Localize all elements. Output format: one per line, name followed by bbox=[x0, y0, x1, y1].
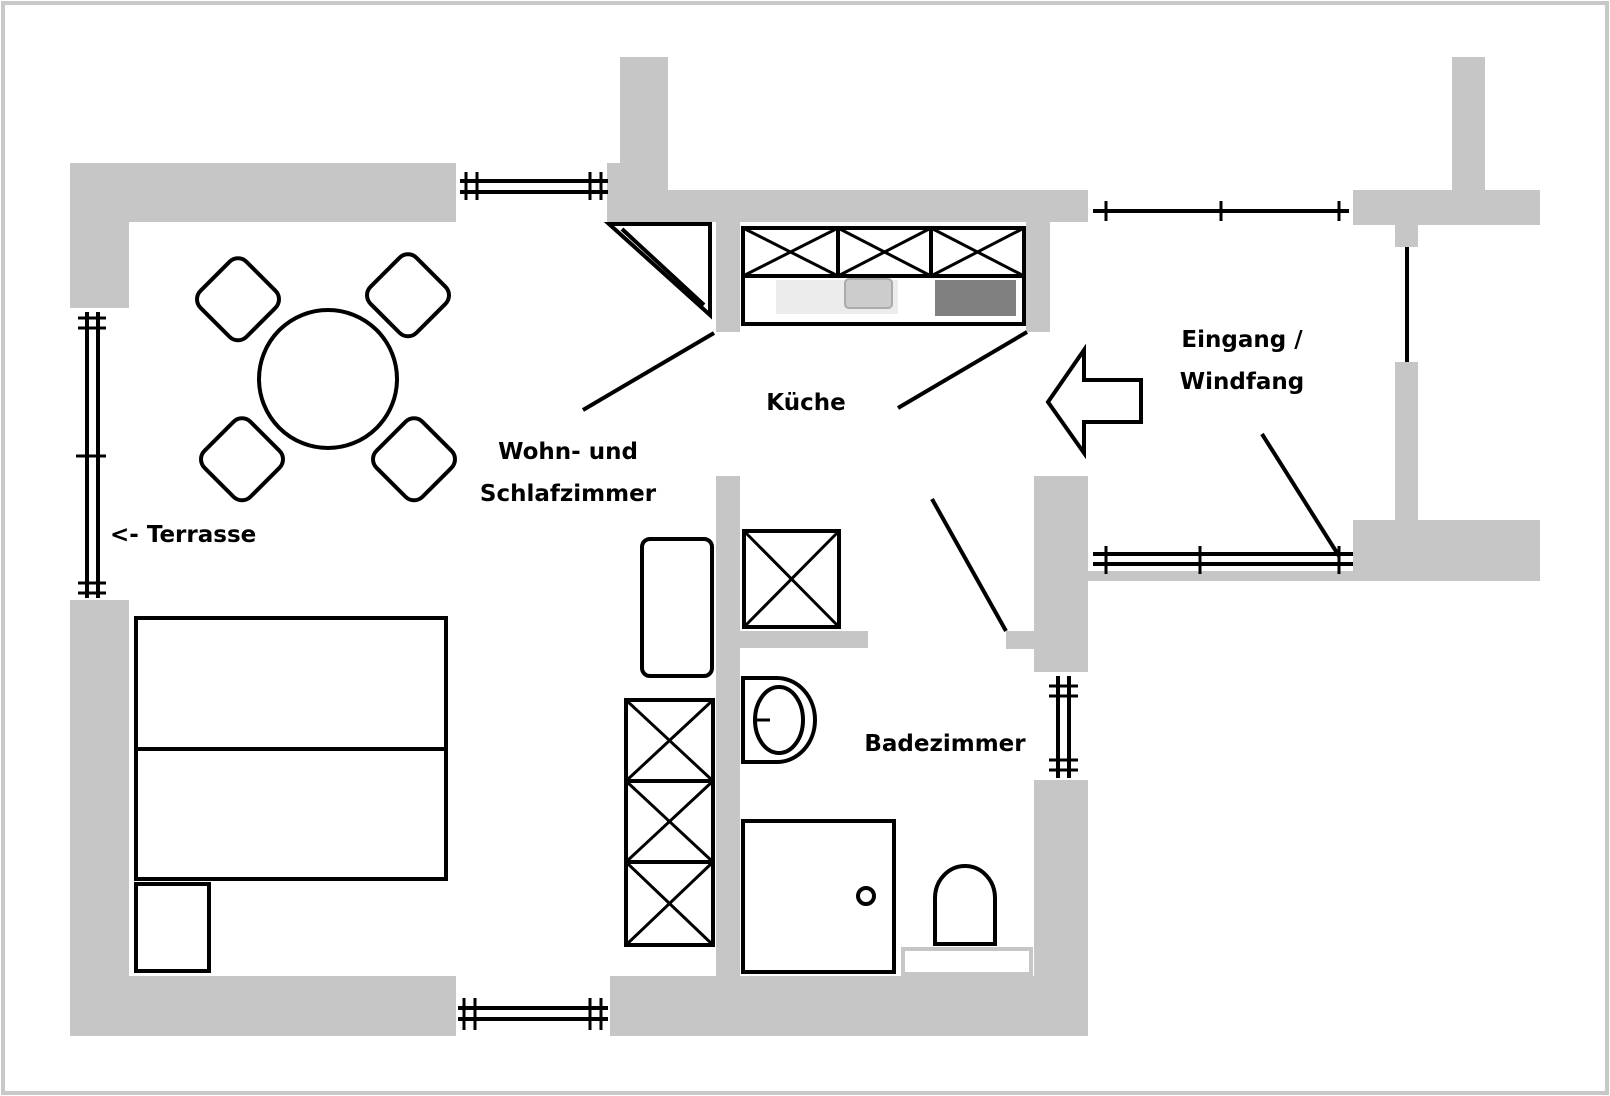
window-bathroom bbox=[1049, 676, 1078, 778]
dining-table bbox=[257, 308, 399, 450]
shower-drain bbox=[856, 886, 876, 906]
corner-cabinet bbox=[603, 222, 712, 320]
wall-entrance-top-right bbox=[1353, 190, 1540, 225]
wall-entrance-right-pillar bbox=[1452, 57, 1485, 194]
window-bottom bbox=[458, 998, 608, 1030]
label-entrance-line2: Windfang bbox=[1180, 369, 1304, 395]
door-bathroom bbox=[930, 498, 1008, 632]
window-top bbox=[460, 172, 608, 200]
door-kitchen bbox=[896, 330, 1029, 410]
label-terrace: <- Terrasse bbox=[110, 522, 256, 548]
wall-kitchen-left-stub bbox=[716, 222, 740, 332]
kitchen-counter bbox=[741, 226, 1026, 326]
wall-entrance-side-lower bbox=[1395, 362, 1418, 524]
label-kitchen: Küche bbox=[766, 390, 845, 416]
wall-bath-shelf bbox=[740, 631, 868, 648]
shower bbox=[741, 819, 896, 974]
wall-left-lower bbox=[70, 600, 129, 1036]
wall-entrance-side-upper bbox=[1395, 225, 1418, 247]
label-entrance-line1: Eingang / bbox=[1181, 327, 1303, 353]
wall-door-stub bbox=[1006, 631, 1036, 649]
wall-left-upper bbox=[70, 163, 129, 308]
entrance-arrow bbox=[1045, 343, 1143, 460]
door-living bbox=[581, 331, 716, 412]
wall-top-left bbox=[70, 163, 456, 222]
label-bathroom: Badezimmer bbox=[864, 731, 1026, 757]
wardrobe bbox=[624, 698, 715, 947]
wall-bath-right bbox=[1034, 476, 1088, 672]
dining-set bbox=[195, 252, 457, 503]
door-entrance bbox=[1260, 432, 1341, 558]
nightstand bbox=[134, 882, 211, 973]
toilet-tank bbox=[901, 947, 1033, 976]
label-living-line1: Wohn- und bbox=[498, 439, 638, 465]
walls bbox=[70, 57, 1540, 1036]
wall-bottom-left bbox=[70, 976, 456, 1036]
wall-kitchen-right-stub bbox=[1026, 222, 1050, 332]
wall-bath-right-lower bbox=[1034, 780, 1088, 1036]
doors bbox=[581, 330, 1341, 632]
stove bbox=[935, 280, 1016, 316]
window-entrance-top bbox=[1093, 201, 1349, 221]
window-entrance-bottom bbox=[1093, 546, 1353, 574]
wall-bath-left bbox=[716, 476, 740, 976]
chair bbox=[195, 256, 281, 343]
wall-entrance-bottom-right bbox=[1353, 520, 1540, 581]
toilet bbox=[901, 864, 1033, 976]
sink-basin bbox=[844, 278, 893, 309]
bath-cabinet bbox=[742, 529, 841, 629]
chair bbox=[371, 416, 457, 503]
wall-kitchen-top bbox=[620, 190, 1088, 222]
window-terrace bbox=[76, 312, 106, 598]
label-living-line2: Schlafzimmer bbox=[480, 481, 657, 507]
wall-entrance-bottom-strip bbox=[1088, 571, 1358, 581]
washbasin bbox=[741, 676, 817, 764]
bench bbox=[640, 537, 714, 678]
wall-bottom-right bbox=[610, 976, 1088, 1036]
windows bbox=[76, 172, 1409, 1030]
bed bbox=[134, 616, 448, 881]
chair bbox=[199, 416, 285, 503]
chair bbox=[365, 252, 451, 339]
